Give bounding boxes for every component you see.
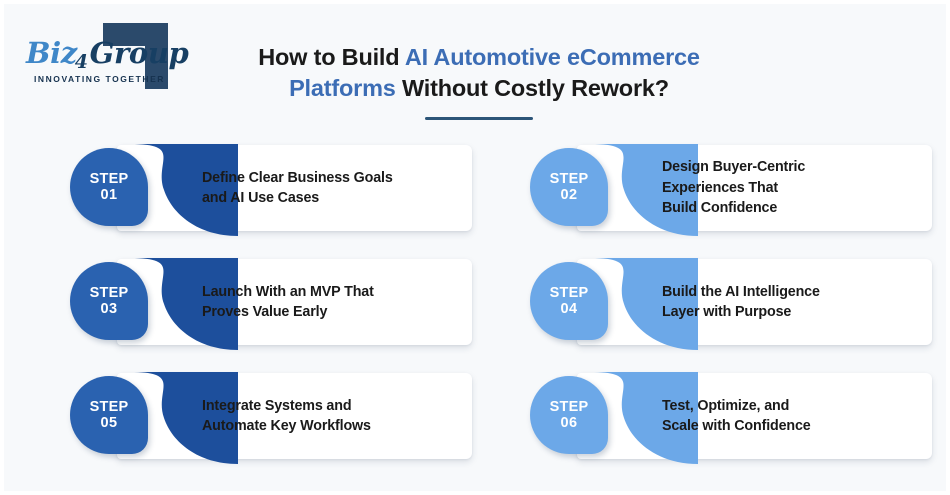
step-card-04[interactable]: STEP 04 Build the AI Intelligence Layer … [522,254,932,350]
step-number: 01 [100,187,118,203]
step-card-06[interactable]: STEP 06 Test, Optimize, and Scale with C… [522,368,932,464]
step-text: Design Buyer-Centric Experiences That Bu… [662,140,930,236]
step-text-line: Layer with Purpose [662,304,792,320]
step-badge: STEP 01 [70,148,148,226]
step-text-line: Proves Value Early [202,304,328,320]
step-text-line: Design Buyer-Centric [662,159,806,176]
step-text: Define Clear Business Goals and AI Use C… [202,140,470,236]
header: Biz4Group INNOVATING TOGETHER How to Bui… [4,4,946,136]
title-highlight-line2: Platforms [289,75,396,102]
step-badge: STEP 04 [530,262,608,340]
step-text-line: Experiences That [662,179,778,196]
bracket-logo-icon [103,23,168,89]
title-underline-rule [425,117,533,120]
logo-tagline: INNOVATING TOGETHER [34,74,165,84]
step-label: STEP [549,398,589,415]
wave-shape-icon [130,372,238,464]
step-text-line: and AI Use Cases [202,190,320,206]
step-text: Build the AI Intelligence Layer with Pur… [662,254,930,350]
logo-name-four: 4 [74,51,88,73]
step-card-01[interactable]: STEP 01 Define Clear Business Goals and … [62,140,472,236]
step-number: 04 [560,301,578,317]
step-number: 03 [100,301,118,317]
title-tail: Without Costly Rework? [395,75,669,102]
step-label: STEP [89,170,129,187]
brand-logo: Biz4Group INNOVATING TOGETHER [22,20,189,92]
step-text: Launch With an MVP That Proves Value Ear… [202,254,470,350]
step-text-line: Automate Key Workflows [202,418,371,434]
title-lead: How to Build [258,44,405,70]
step-badge: STEP 02 [530,148,608,226]
step-card-03[interactable]: STEP 03 Launch With an MVP That Proves V… [62,254,472,350]
step-card-05[interactable]: STEP 05 Integrate Systems and Automate K… [62,368,472,464]
step-text: Test, Optimize, and Scale with Confidenc… [662,368,930,464]
step-card-02[interactable]: STEP 02 Design Buyer-Centric Experiences… [522,140,932,236]
step-badge: STEP 05 [70,376,148,454]
step-number: 05 [100,415,118,431]
step-text-line: Scale with Confidence [662,418,811,434]
logo-name-group: Group [89,36,189,70]
step-text-line: Build Confidence [662,200,778,217]
step-text: Integrate Systems and Automate Key Workf… [202,368,470,464]
step-badge: STEP 06 [530,376,608,454]
step-label: STEP [549,284,589,301]
step-badge: STEP 03 [70,262,148,340]
step-text-line: Define Clear Business Goals [202,169,393,186]
step-label: STEP [549,170,589,187]
step-number: 06 [560,415,578,431]
step-text-line: Build the AI Intelligence [662,283,820,300]
logo-wordmark: Biz4Group [26,36,189,72]
wave-shape-icon [590,258,698,350]
wave-shape-icon [130,144,238,236]
step-text-line: Integrate Systems and [202,397,352,414]
step-text-line: Launch With an MVP That [202,283,374,300]
steps-grid: STEP 01 Define Clear Business Goals and … [4,140,946,491]
step-label: STEP [89,398,129,415]
wave-shape-icon [590,144,698,236]
step-number: 02 [560,187,578,203]
wave-shape-icon [130,258,238,350]
step-label: STEP [89,284,129,301]
logo-name-biz: Biz [26,36,77,70]
wave-shape-icon [590,372,698,464]
title-highlight-line1: AI Automotive eCommerce [404,44,700,70]
step-text-line: Test, Optimize, and [662,397,790,414]
